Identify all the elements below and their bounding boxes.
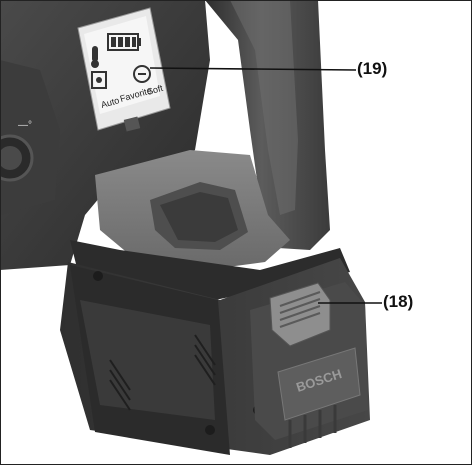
mode-label-auto: Auto [100, 95, 121, 110]
callout-label-18: (18) [382, 292, 415, 312]
dial-marking-icon: —° [18, 120, 32, 131]
tool-rotation-icon [133, 65, 151, 83]
service-wrench-icon [91, 71, 107, 89]
battery-release-button-icon[interactable] [269, 282, 331, 347]
callout-label-19: (19) [356, 59, 389, 79]
mode-button[interactable] [123, 116, 141, 132]
battery-level-icon [107, 33, 141, 51]
mode-label-soft: Soft [146, 83, 165, 97]
callout-leader-19 [149, 67, 357, 71]
thermometer-icon [91, 46, 99, 68]
display-panel: Auto Favorite Soft [77, 7, 171, 132]
